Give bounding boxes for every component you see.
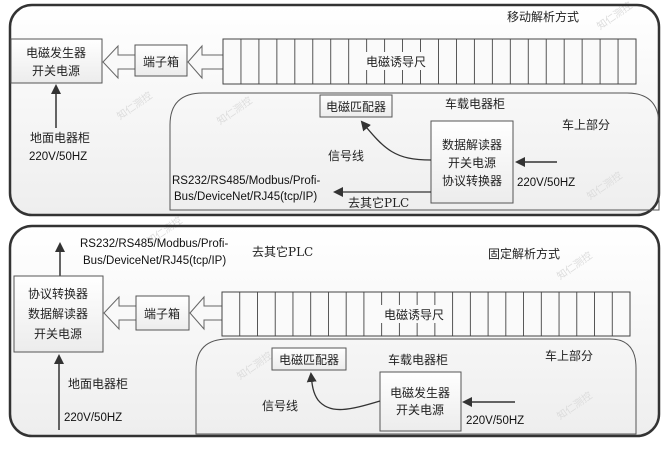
bottom-ground-power: 220V/50HZ: [64, 412, 122, 424]
top-panel-frame: [8, 3, 661, 217]
top-reader-line3: 协议转换器: [442, 173, 502, 188]
top-cabinet-label: 车载电器柜: [445, 96, 505, 111]
bottom-reader-line3: 开关电源: [34, 327, 82, 341]
bottom-to-plc: 去其它PLC: [252, 244, 313, 259]
bottom-signal-arrow: [306, 372, 381, 411]
bottom-matcher-box: [271, 347, 347, 371]
bottom-signal-label: 信号线: [262, 399, 298, 413]
top-signal-arrow: [360, 120, 432, 161]
bottom-vehicle-power: 220V/50HZ: [466, 415, 524, 427]
bottom-vehicle-section: [195, 338, 637, 435]
bottom-protocols-line2: Bus/DeviceNet/RJ45(tcp/IP): [83, 255, 226, 267]
bottom-cabinet-label: 车载电器柜: [388, 352, 448, 367]
top-protocols-line2: Bus/DeviceNet/RJ45(tcp/IP): [174, 191, 317, 203]
top-vehicle-label: 车上部分: [562, 117, 610, 132]
bottom-panel-title: 固定解析方式: [488, 246, 560, 261]
top-matcher-box: [319, 94, 393, 118]
bottom-vehicle-label: 车上部分: [545, 348, 593, 363]
bottom-ruler-label: 电磁诱导尺: [384, 307, 444, 322]
top-reader-line1: 数据解读器: [442, 137, 502, 152]
top-panel-title: 移动解析方式: [507, 9, 579, 24]
bottom-reader-box: 协议转换器 数据解读器 开关电源: [13, 275, 104, 353]
bottom-generator-box: [379, 371, 462, 432]
top-terminal-box: [134, 44, 188, 77]
bottom-ground-cabinet: 地面电器柜: [68, 377, 128, 391]
top-vehicle-section: [169, 92, 660, 211]
top-reader-line2: 开关电源: [448, 156, 496, 170]
bottom-reader-line2: 数据解读器: [28, 306, 88, 321]
bottom-generator-line2: 开关电源: [396, 403, 444, 417]
bottom-panel-frame: [8, 224, 661, 438]
bottom-terminal-label: 端子箱: [144, 306, 180, 321]
top-panel: 移动解析方式 电磁发生器 开关电源 端子箱 电磁诱导尺 地面电器柜 220V/5…: [8, 3, 661, 217]
top-vehicle-power: 220V/50HZ: [517, 177, 575, 189]
top-ground-power: 220V/50HZ: [29, 151, 87, 163]
top-terminal-label: 端子箱: [143, 54, 179, 69]
top-generator-box: 电磁发生器 开关电源: [10, 38, 103, 84]
bottom-induction-ruler: [221, 291, 631, 337]
bottom-generator-line1: 电磁发生器: [390, 385, 450, 400]
top-generator-line2: 开关电源: [32, 64, 80, 78]
top-ground-cabinet: 地面电器柜: [30, 131, 90, 145]
bottom-terminal-box: [135, 295, 190, 331]
top-generator-line1: 电磁发生器: [26, 45, 86, 60]
top-reader-box: [430, 120, 514, 204]
top-protocols-line1: RS232/RS485/Modbus/Profi-: [172, 175, 320, 187]
bottom-protocols-line1: RS232/RS485/Modbus/Profi-: [80, 238, 228, 250]
top-ruler-label: 电磁诱导尺: [366, 54, 426, 69]
bottom-matcher-label: 电磁匹配器: [279, 352, 339, 367]
top-matcher-label: 电磁匹配器: [326, 99, 386, 114]
bottom-reader-line1: 协议转换器: [28, 286, 88, 301]
top-to-plc: 去其它PLC: [348, 195, 409, 210]
bottom-panel: 固定解析方式 RS232/RS485/Modbus/Profi- Bus/Dev…: [8, 224, 661, 438]
top-signal-label: 信号线: [328, 149, 364, 163]
